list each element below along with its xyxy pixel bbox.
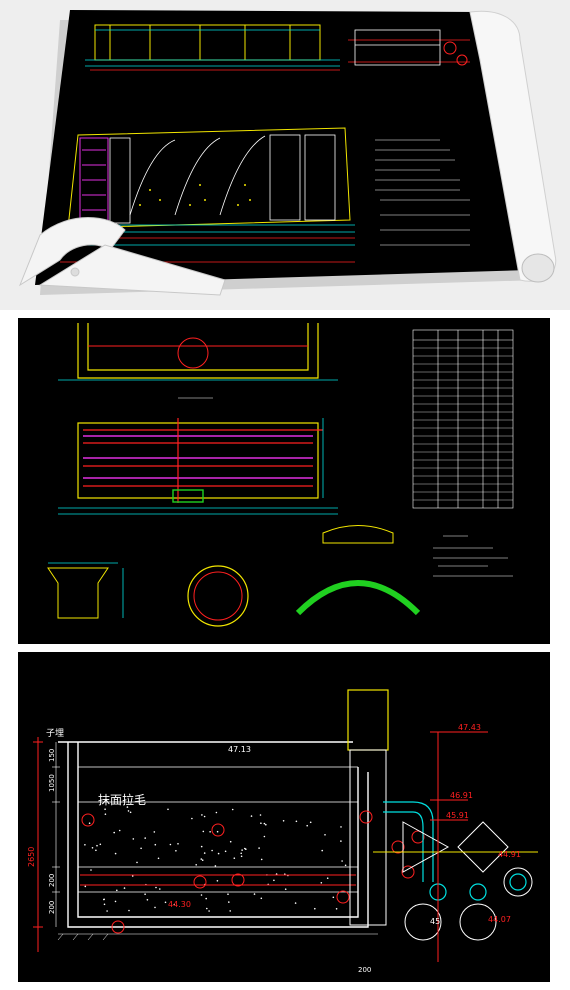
dim-4: 200 [48, 901, 56, 914]
dim-total: 2650 [27, 847, 36, 867]
dim-3: 200 [48, 874, 56, 887]
section-drawing-svg: 子埋 抹面拉毛 47.13 47.43 46.91 45.91 44.91 44… [27, 689, 538, 974]
sheet-black-area [35, 10, 530, 285]
elev-top: 47.13 [228, 745, 251, 754]
panel-section-drawing: 子埋 抹面拉毛 47.13 47.43 46.91 45.91 44.91 44… [18, 652, 550, 982]
elev-right-4: 44.91 [498, 850, 521, 859]
panel-plan-drawing [18, 318, 550, 644]
elev-right-5: 44.07 [488, 915, 511, 924]
protractor-tool [18, 217, 226, 296]
top-drawing-sheet [18, 10, 557, 296]
plan-drawing-svg [47, 323, 514, 627]
label-mofa: 抹面拉毛 [98, 792, 146, 807]
dim-1: 150 [48, 749, 56, 762]
dim-bottom: 200 [358, 966, 371, 974]
elev-right-2: 46.91 [450, 791, 473, 800]
paper-roll [469, 10, 557, 282]
label-zipu: 子埋 [46, 728, 64, 739]
dim-5: 45 [430, 917, 440, 926]
elev-right-3: 45.91 [446, 811, 469, 820]
elev-right-1: 47.43 [458, 723, 481, 732]
elev-bottom: 44.30 [168, 900, 191, 909]
dim-2: 1050 [48, 774, 56, 792]
